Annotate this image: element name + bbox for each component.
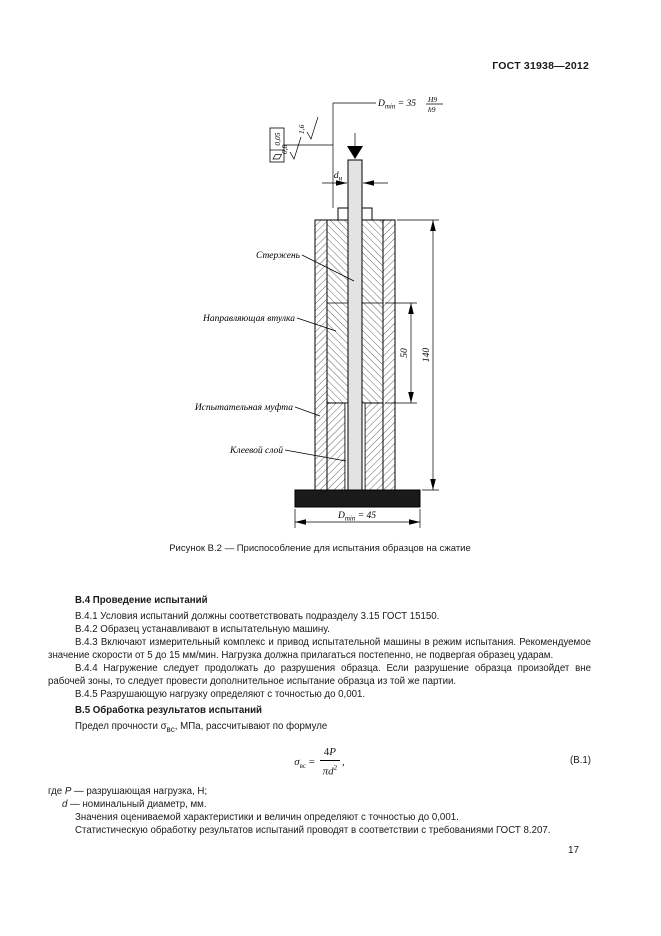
page-number: 17 <box>568 845 580 856</box>
svg-text:140: 140 <box>422 348 432 363</box>
label-guide-bushing: Направляющая втулка <box>202 314 337 332</box>
para-statistics: Статистическую обработку результатов исп… <box>75 824 551 836</box>
svg-text:Dmin = 45: Dmin = 45 <box>337 511 376 523</box>
label-adhesive-layer: Клеевой слой <box>229 445 347 462</box>
section-b5-title: В.5 Обработка результатов испытаний <box>75 705 262 716</box>
var-d: d <box>62 798 68 810</box>
para-b4-2: В.4.2 Образец устанавливают в испытатель… <box>75 624 330 635</box>
svg-text:1,6: 1,6 <box>297 124 306 134</box>
svg-text:Испытательная муфта: Испытательная муфта <box>194 402 293 413</box>
svg-text:50: 50 <box>400 348 410 358</box>
dim-total-140: 140 <box>397 219 439 491</box>
para-precision: Значения оцениваемой характеристики и ве… <box>75 811 459 823</box>
where-clause-d: d — номинальный диаметр, мм. <box>62 798 207 810</box>
sigma-subscript: вс <box>166 724 175 734</box>
svg-text:Клеевой слой: Клеевой слой <box>229 445 283 456</box>
label-test-sleeve: Испытательная муфта <box>194 402 321 417</box>
svg-text:0,8: 0,8 <box>280 144 289 154</box>
base-plate <box>294 489 421 508</box>
dim-zone-50: 50 <box>385 302 417 404</box>
section-boundaries <box>327 302 383 404</box>
guide-bushing-walls <box>326 219 384 404</box>
svg-text:Направляющая втулка: Направляющая втулка <box>202 314 295 324</box>
load-direction-triangle <box>347 133 363 159</box>
label-rod: Стержень <box>256 251 355 282</box>
para-b4-1: В.4.1 Условия испытаний должны соответст… <box>75 611 440 622</box>
tolerance-frame: 0,05 <box>269 127 333 163</box>
formula-number: (В.1) <box>570 754 591 766</box>
svg-text:Dmin = 35: Dmin = 35 <box>377 99 416 111</box>
roughness-mark-2: 1,6 <box>297 116 319 140</box>
section-b4-title: В.4 Проведение испытаний <box>75 595 208 606</box>
dim-top-bore: Dmin = 35 Н9 h9 <box>332 95 443 208</box>
svg-text:h9: h9 <box>428 105 436 114</box>
figure-b2-drawing: dн Dmin = 35 Н9 h9 0,05 0,8 <box>194 95 443 528</box>
svg-text:Стержень: Стержень <box>256 251 301 261</box>
svg-text:0,05: 0,05 <box>273 132 282 145</box>
var-p: P <box>64 785 72 797</box>
para-b4-4: В.4.4 Нагружение следует продолжать до р… <box>48 663 591 687</box>
para-b5-intro: Предел прочности σвс, МПа, рассчитывают … <box>75 721 328 734</box>
roughness-mark-1: 0,8 <box>280 136 302 160</box>
where-clause-p: где P — разрушающая нагрузка, Н; <box>48 785 208 797</box>
body-text: В.4 Проведение испытаний В.4.1 Условия и… <box>48 591 591 837</box>
figure-caption: Рисунок В.2 — Приспособление для испытан… <box>169 543 471 554</box>
dim-bottom-45: Dmin = 45 <box>294 509 421 528</box>
rod-specimen <box>347 159 363 491</box>
para-b4-5: В.4.5 Разрушающую нагрузку определяют с … <box>75 689 366 700</box>
svg-text:dн: dн <box>334 171 343 183</box>
para-b4-3: В.4.3 Включают измерительный комплекс и … <box>48 637 591 661</box>
svg-text:Н9: Н9 <box>427 95 437 104</box>
dim-rod-diameter: dн <box>322 171 388 186</box>
doc-number: ГОСТ 31938—2012 <box>492 60 589 72</box>
